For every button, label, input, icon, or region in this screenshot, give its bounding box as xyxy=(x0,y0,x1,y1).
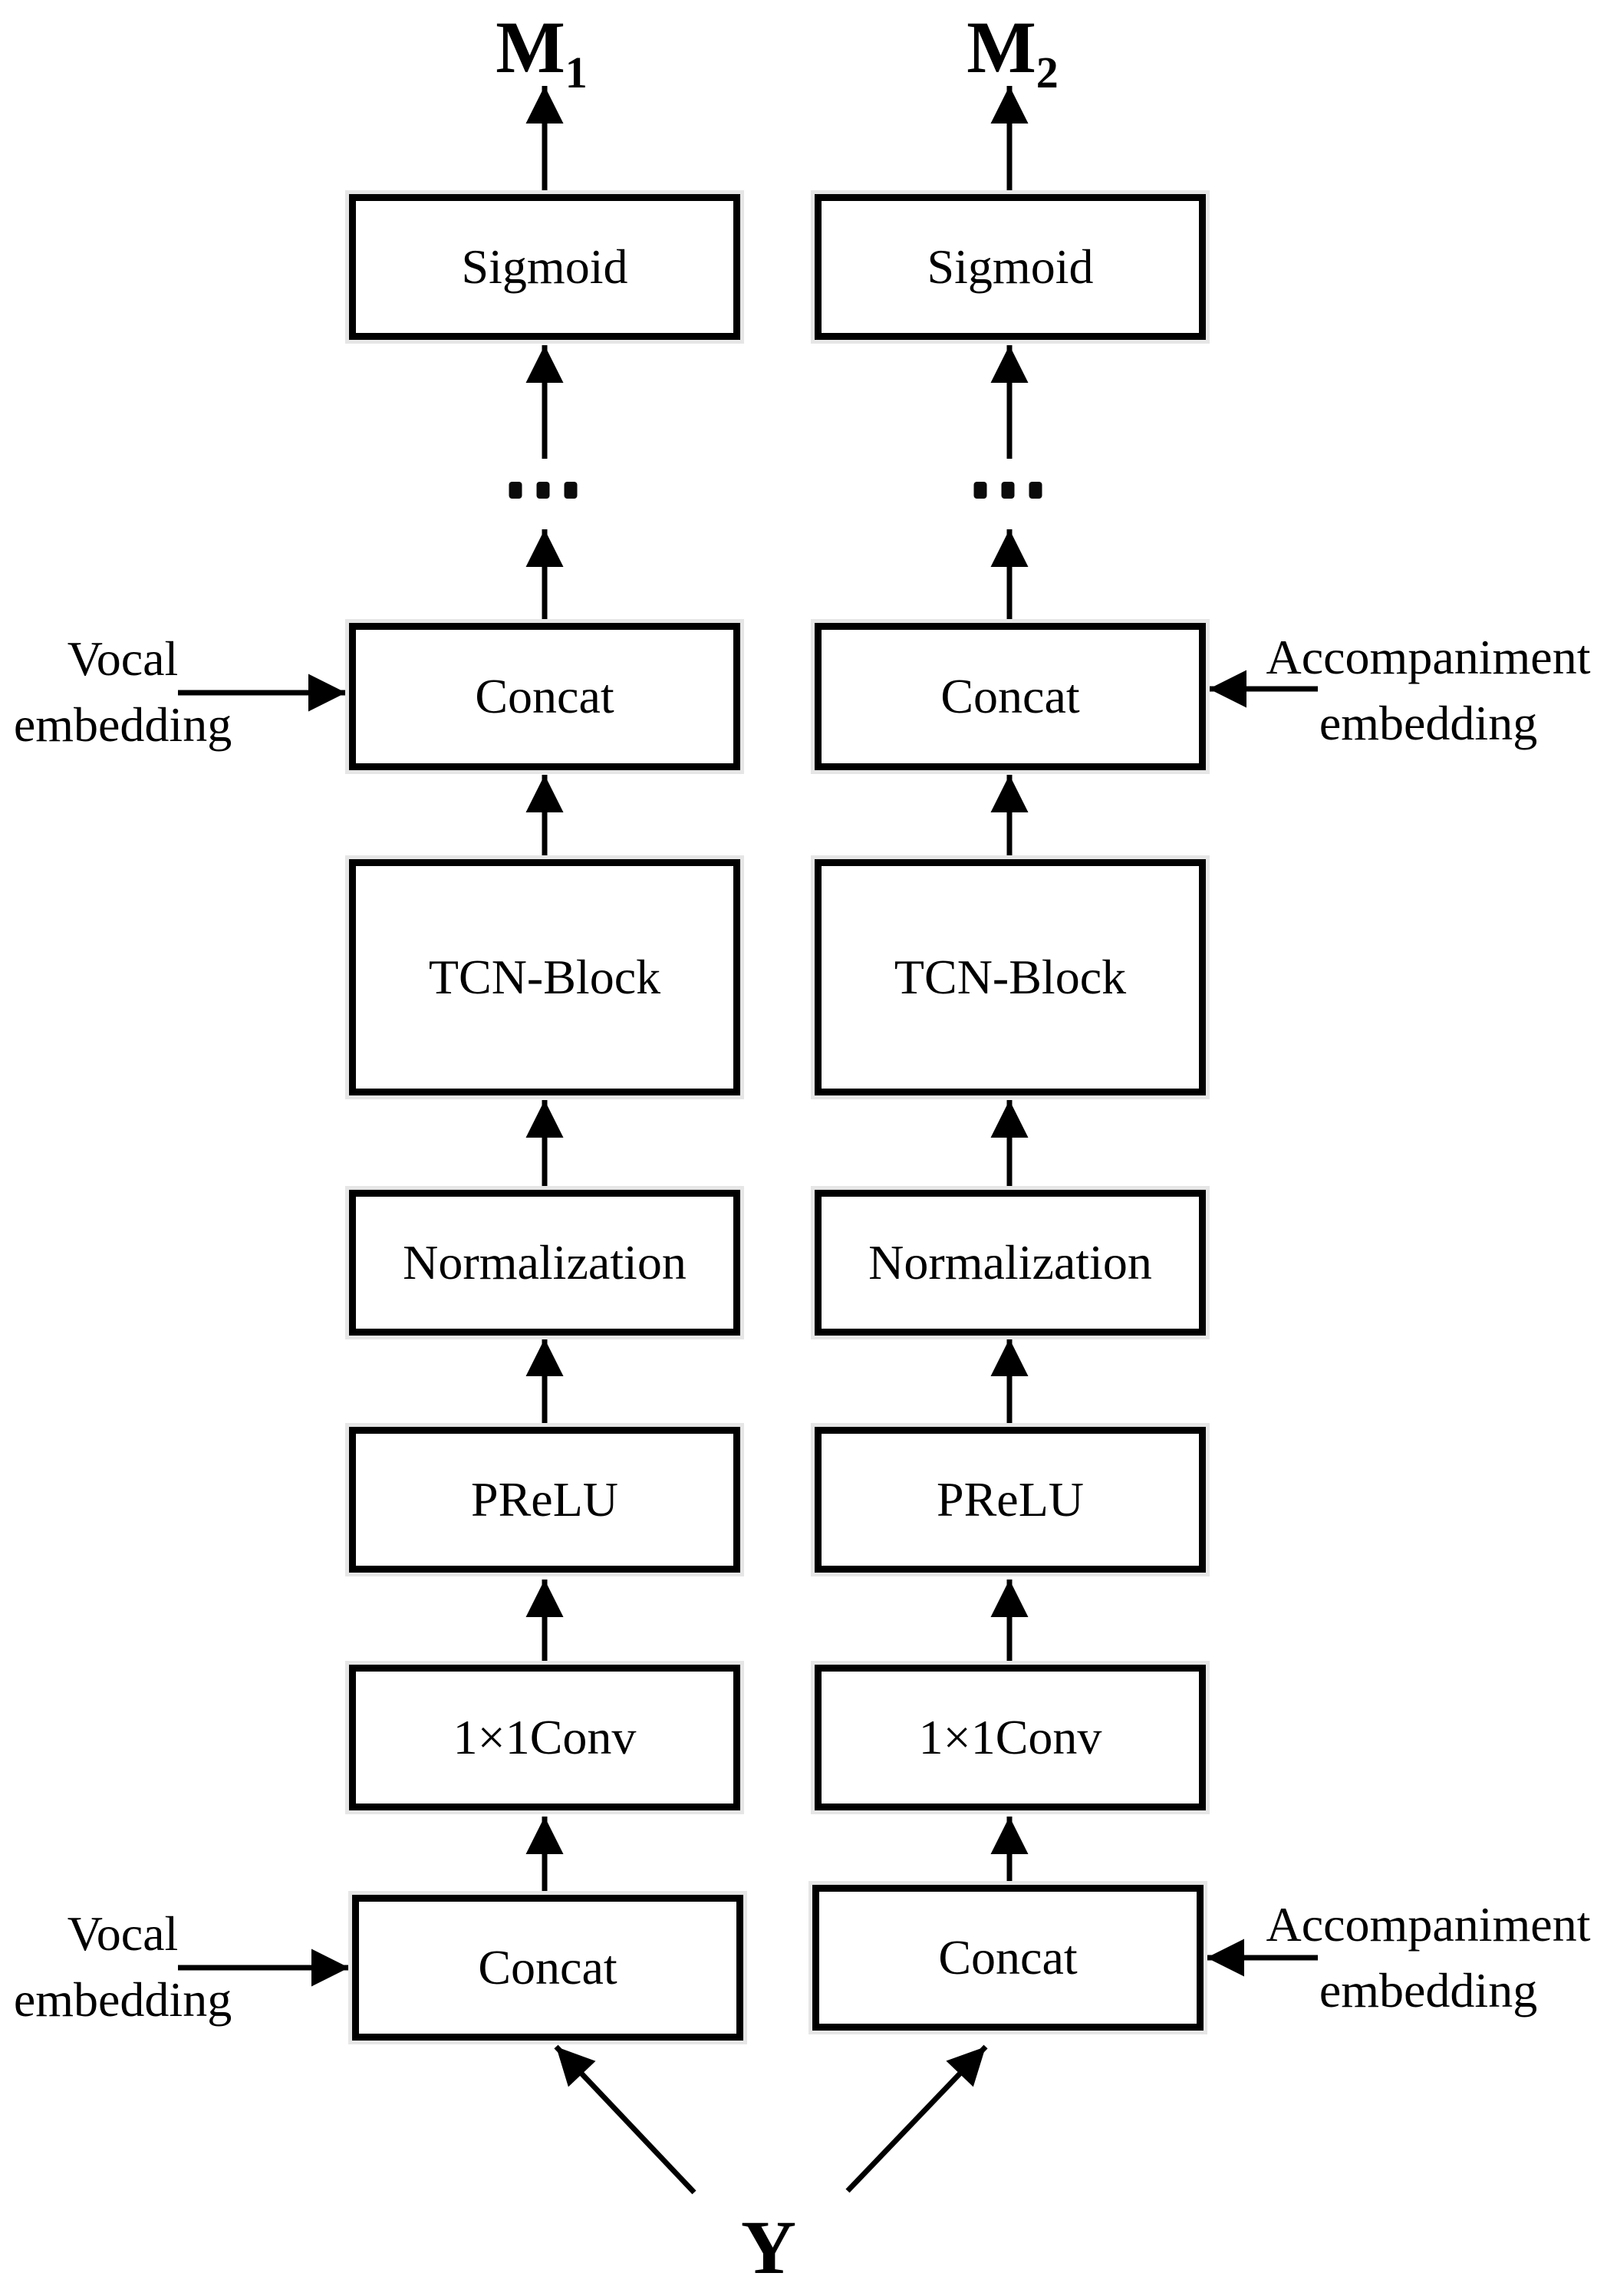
ellipsis-icon-col1 xyxy=(509,482,578,499)
output-label-m1: M1 xyxy=(496,6,588,95)
label-accompaniment-embedding-bottom: Accompaniment embedding xyxy=(1252,1892,1605,2024)
block-label: 1×1Conv xyxy=(453,1710,637,1764)
block-concat-bottom-col1: Concat xyxy=(352,1895,743,2041)
block-label: Sigmoid xyxy=(927,239,1094,294)
block-tcn-col1: TCN-Block xyxy=(349,859,740,1095)
block-tcn-col2: TCN-Block xyxy=(815,859,1206,1095)
block-concat-top-col1: Concat xyxy=(349,623,740,770)
block-label: TCN-Block xyxy=(894,950,1127,1004)
block-concat-top-col2: Concat xyxy=(815,623,1206,770)
arrow-y-to-concatb1 xyxy=(554,2044,696,2195)
block-sigmoid-col2: Sigmoid xyxy=(815,194,1206,340)
label-line1: Accompaniment xyxy=(1266,1897,1591,1952)
m1-subscript: 1 xyxy=(565,48,588,98)
block-conv-col2: 1×1Conv xyxy=(815,1665,1206,1810)
block-label: Concat xyxy=(940,669,1080,723)
block-sigmoid-col1: Sigmoid xyxy=(349,194,740,340)
block-concat-bottom-col2: Concat xyxy=(812,1885,1204,2031)
label-line2: embedding xyxy=(1319,696,1538,750)
ellipsis-icon-col2 xyxy=(973,482,1042,499)
block-label: TCN-Block xyxy=(428,950,661,1004)
label-line2: embedding xyxy=(1319,1963,1538,2018)
block-normalization-col2: Normalization xyxy=(815,1190,1206,1336)
block-label: Concat xyxy=(938,1930,1078,1985)
label-line1: Vocal xyxy=(67,631,179,686)
block-label: PReLU xyxy=(937,1472,1084,1527)
block-label: PReLU xyxy=(471,1472,618,1527)
label-vocal-embedding-top: Vocal embedding xyxy=(0,626,291,758)
block-label: Normalization xyxy=(403,1235,687,1290)
label-line1: Vocal xyxy=(67,1906,179,1961)
output-label-m2: M2 xyxy=(967,6,1059,95)
block-label: Concat xyxy=(478,1940,617,1995)
label-line1: Accompaniment xyxy=(1266,630,1591,684)
label-vocal-embedding-bottom: Vocal embedding xyxy=(0,1901,291,2033)
label-line2: embedding xyxy=(13,1972,232,2027)
m2-base: M xyxy=(967,6,1036,88)
block-prelu-col1: PReLU xyxy=(349,1427,740,1573)
m1-base: M xyxy=(496,6,565,88)
block-label: 1×1Conv xyxy=(918,1710,1102,1764)
label-accompaniment-embedding-top: Accompaniment embedding xyxy=(1252,624,1605,756)
input-label-y: Y xyxy=(740,2205,797,2290)
block-conv-col1: 1×1Conv xyxy=(349,1665,740,1810)
m2-subscript: 2 xyxy=(1036,48,1059,98)
label-line2: embedding xyxy=(13,697,232,752)
block-label: Concat xyxy=(475,669,614,723)
block-normalization-col1: Normalization xyxy=(349,1190,740,1336)
arrow-y-to-concatb2 xyxy=(845,2044,988,2193)
block-label: Sigmoid xyxy=(461,239,628,294)
block-label: Normalization xyxy=(868,1235,1152,1290)
block-prelu-col2: PReLU xyxy=(815,1427,1206,1573)
